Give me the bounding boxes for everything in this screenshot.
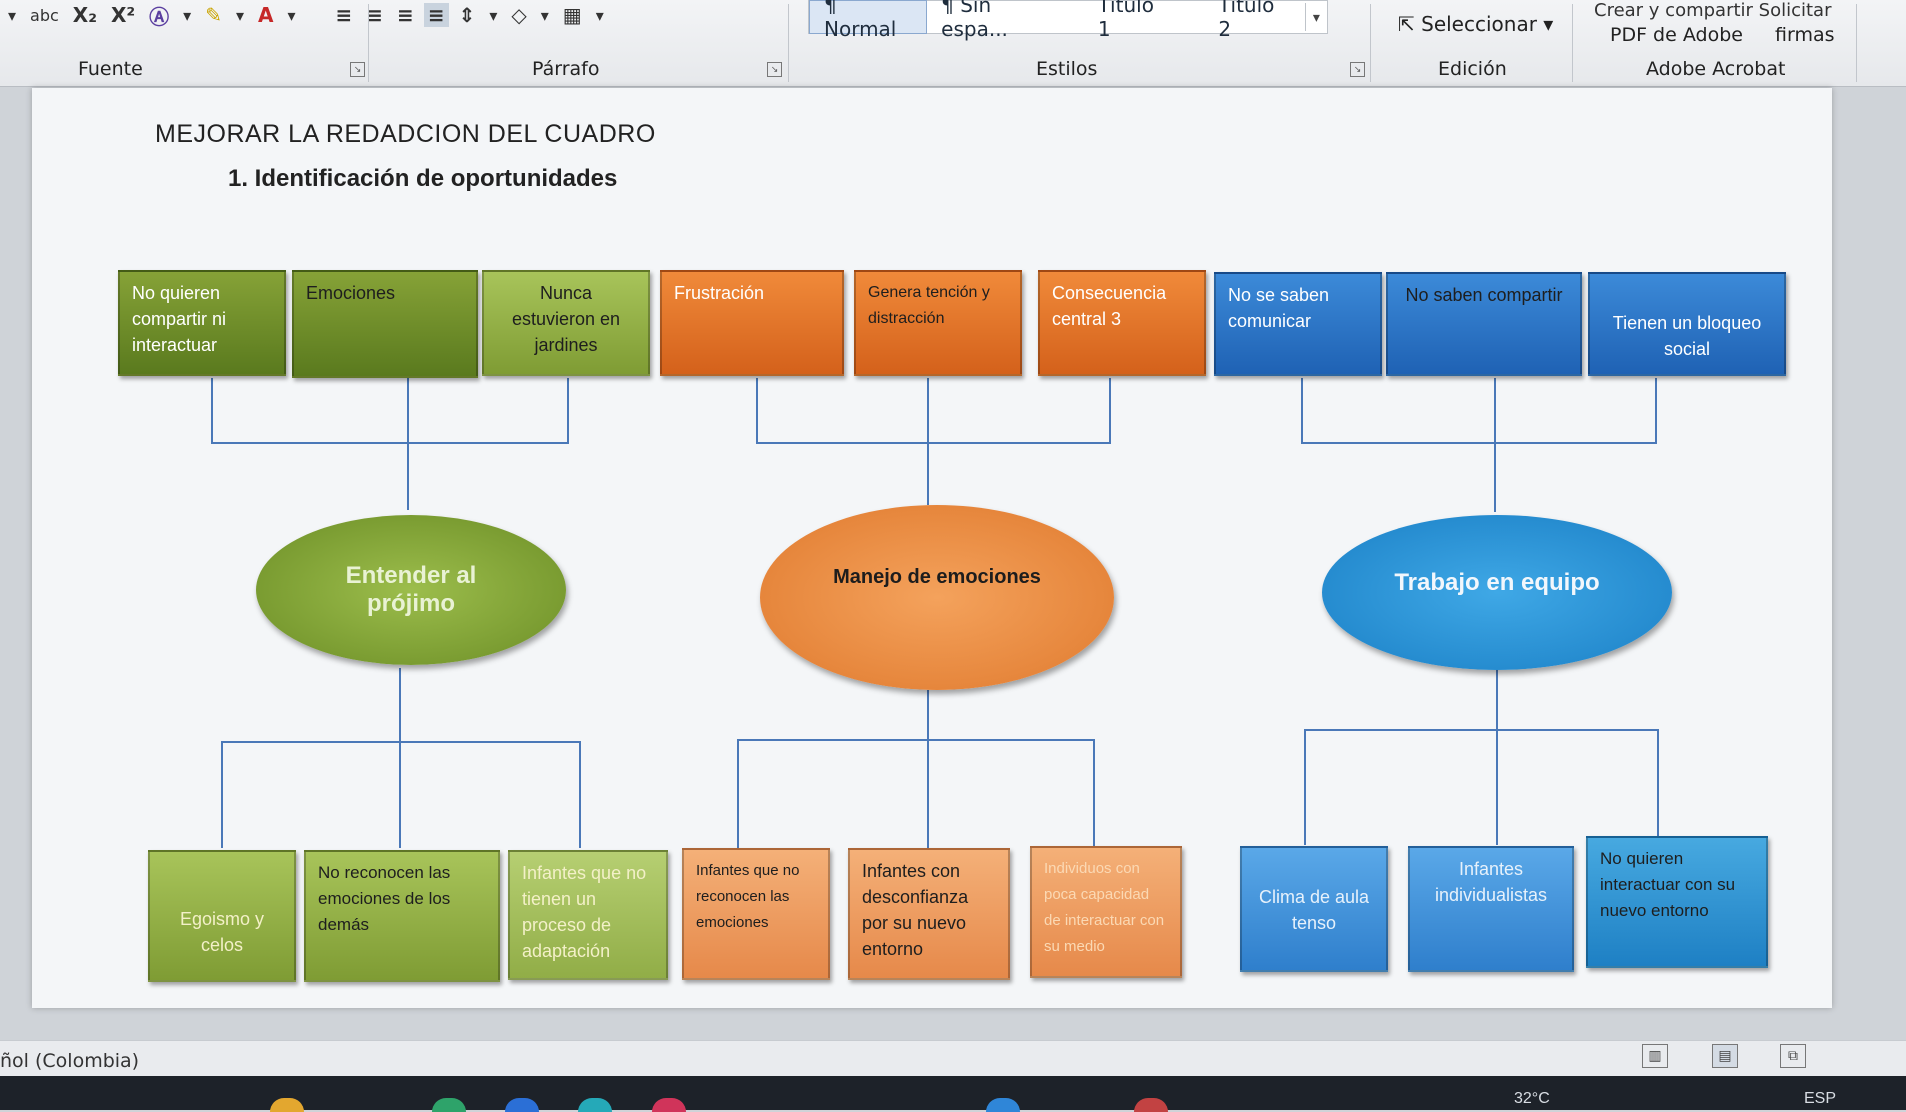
paragraph-group-label: Párrafo (532, 58, 600, 80)
top-box-2[interactable]: Emociones (292, 270, 478, 378)
line-spacing-icon[interactable]: ⇕ (458, 3, 476, 27)
font-toolbar: ▾ abc X₂ X² Ⓐ ▾ ✎ ▾ A ▾ ≡ ≡ ≡ ≡ ⇕ ▾ ◇ ▾ … (4, 0, 608, 30)
font-group-label: Fuente (78, 58, 143, 80)
read-mode-icon[interactable]: ▥ (1642, 1044, 1668, 1068)
top-box-8[interactable]: No saben compartir (1386, 272, 1582, 376)
group-separator (788, 4, 789, 82)
cursor-icon: ⇱ (1398, 12, 1415, 36)
styles-more-icon[interactable]: ▾ (1304, 3, 1327, 31)
acrobat-group-label: Adobe Acrobat (1646, 58, 1786, 80)
bottom-box-7[interactable]: Clima de aula tenso (1240, 846, 1388, 972)
app-icon[interactable] (652, 1098, 686, 1112)
select-button[interactable]: ⇱ Seleccionar ▾ (1398, 12, 1553, 36)
weather-temperature[interactable]: 32°C (1514, 1090, 1550, 1107)
dropdown-arrow-icon[interactable]: ▾ (287, 5, 296, 25)
group-separator (1856, 4, 1857, 82)
superscript-button[interactable]: X² (110, 3, 136, 27)
paragraph-dialog-launcher-icon[interactable]: ↘ (767, 62, 782, 77)
strikethrough-button[interactable]: abc (30, 5, 59, 25)
bottom-box-8[interactable]: Infantes individualistas (1408, 846, 1574, 972)
app-icon[interactable] (432, 1098, 466, 1112)
align-right-icon[interactable]: ≡ (397, 3, 414, 27)
dropdown-arrow-icon[interactable]: ▾ (235, 5, 244, 25)
bottom-box-4[interactable]: Infantes que no reconocen las emociones (682, 848, 830, 980)
top-box-5[interactable]: Genera tención y distracción (854, 270, 1022, 376)
align-left-icon[interactable]: ≡ (335, 3, 353, 27)
dropdown-arrow-icon[interactable]: ▾ (489, 5, 498, 25)
edit-group-label: Edición (1438, 58, 1507, 80)
bottom-box-6[interactable]: Individuos con poca capacidad de interac… (1030, 846, 1182, 978)
bottom-box-9[interactable]: No quieren interactuar con su nuevo ento… (1586, 836, 1768, 968)
create-pdf-button[interactable]: PDF de Adobe (1610, 24, 1743, 46)
status-bar (0, 1040, 1906, 1077)
taskbar (0, 1076, 1906, 1110)
ellipse-teamwork[interactable]: Trabajo en equipo (1322, 515, 1672, 670)
document-subheading: 1. Identificación de oportunidades (228, 165, 618, 192)
bottom-box-3[interactable]: Infantes que no tienen un proceso de ada… (508, 850, 668, 980)
bottom-box-1[interactable]: Egoismo y celos (148, 850, 296, 982)
web-layout-icon[interactable]: ⧉ (1780, 1044, 1806, 1068)
ellipse-emotion-management[interactable]: Manejo de emociones (760, 505, 1114, 690)
top-box-7[interactable]: No se saben comunicar (1214, 272, 1382, 376)
request-signatures-button[interactable]: firmas (1775, 24, 1835, 46)
dropdown-arrow-icon[interactable]: ▾ (8, 5, 17, 25)
dropdown-arrow-icon[interactable]: ▾ (595, 5, 604, 25)
app-icon[interactable] (1134, 1098, 1168, 1112)
ellipse-understand-others[interactable]: Entender al prójimo (256, 515, 566, 665)
styles-gallery: ¶ Normal ¶ Sin espa... Título 1 Título 2… (808, 0, 1328, 41)
borders-icon[interactable]: ▦ (562, 3, 582, 27)
bottom-box-2[interactable]: No reconocen las emociones de los demás (304, 850, 500, 982)
shading-icon[interactable]: ◇ (511, 3, 527, 27)
ribbon: ▾ abc X₂ X² Ⓐ ▾ ✎ ▾ A ▾ ≡ ≡ ≡ ≡ ⇕ ▾ ◇ ▾ … (0, 0, 1906, 87)
style-no-spacing[interactable]: ¶ Sin espa... (941, 0, 1008, 41)
chevron-down-icon: ▾ (1543, 12, 1554, 36)
app-icon[interactable] (505, 1098, 539, 1112)
acrobat-top-label[interactable]: Crear y compartir Solicitar (1594, 0, 1832, 21)
font-dialog-launcher-icon[interactable]: ↘ (350, 62, 365, 77)
document-heading: MEJORAR LA REDADCION DEL CUADRO (155, 120, 656, 148)
input-language[interactable]: ESP (1804, 1090, 1837, 1107)
top-box-3[interactable]: Nunca estuvieron en jardines (482, 270, 650, 376)
bottom-box-5[interactable]: Infantes con desconfianza por su nuevo e… (848, 848, 1010, 980)
group-separator (1572, 4, 1573, 82)
app-icon[interactable] (578, 1098, 612, 1112)
group-separator (1370, 4, 1371, 82)
subscript-button[interactable]: X₂ (72, 3, 97, 27)
text-effects-icon[interactable]: Ⓐ (149, 4, 170, 29)
print-layout-icon[interactable]: ▤ (1712, 1044, 1738, 1068)
styles-group-label: Estilos (1036, 58, 1098, 80)
top-box-4[interactable]: Frustración (660, 270, 844, 376)
styles-dialog-launcher-icon[interactable]: ↘ (1350, 62, 1365, 77)
top-box-9[interactable]: Tienen un bloqueo social (1588, 272, 1786, 376)
font-color-icon[interactable]: A (258, 3, 274, 27)
top-box-6[interactable]: Consecuencia central 3 (1038, 270, 1206, 376)
dropdown-arrow-icon[interactable]: ▾ (183, 5, 192, 25)
top-box-1[interactable]: No quieren compartir ni interactuar (118, 270, 286, 376)
justify-icon[interactable]: ≡ (423, 3, 449, 27)
dropdown-arrow-icon[interactable]: ▾ (540, 5, 549, 25)
language-indicator[interactable]: ñol (Colombia) (0, 1050, 140, 1072)
group-separator (368, 4, 369, 82)
app-icon[interactable] (986, 1098, 1020, 1112)
file-explorer-icon[interactable] (270, 1098, 304, 1112)
align-center-icon[interactable]: ≡ (366, 3, 384, 27)
highlight-color-icon[interactable]: ✎ (205, 3, 222, 27)
select-label: Seleccionar (1421, 12, 1537, 36)
